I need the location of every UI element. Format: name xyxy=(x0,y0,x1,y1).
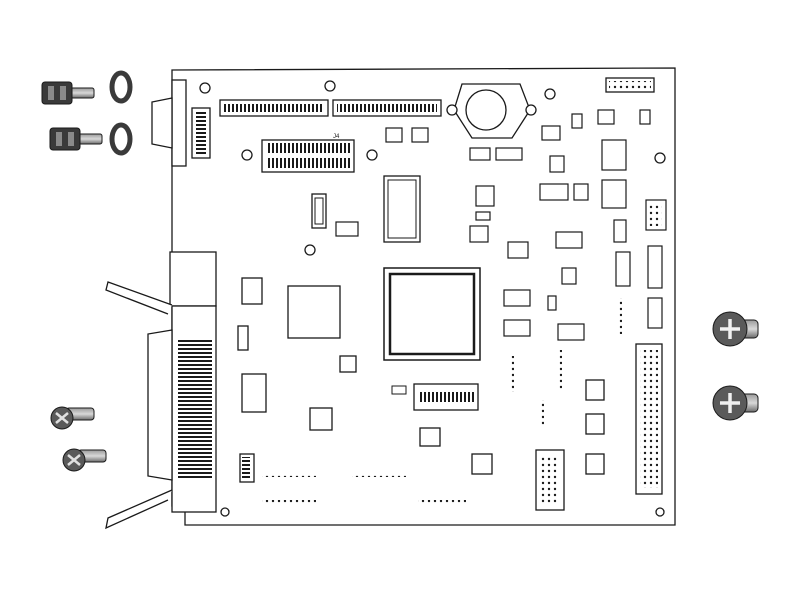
memory-slot-j4: J4 xyxy=(261,134,355,173)
standoff-screw-2 xyxy=(49,127,103,151)
phillips-screw-large-1 xyxy=(712,311,759,347)
dip-chip xyxy=(383,175,421,243)
small-components-upper xyxy=(335,109,667,341)
lock-washer-1 xyxy=(109,70,133,104)
edge-connector-left xyxy=(219,99,329,117)
battery-holder xyxy=(446,83,537,139)
header-vertical-right xyxy=(635,343,663,495)
serial-port-connector xyxy=(151,79,211,167)
phillips-screw-large-2 xyxy=(712,385,759,421)
header-bottom-center xyxy=(535,449,565,511)
slot-label: J4 xyxy=(333,134,340,140)
ribbon-connector-center xyxy=(391,383,479,411)
standoff-screw-1 xyxy=(41,81,95,105)
phillips-screw-small-2 xyxy=(62,448,107,472)
main-processor-chip xyxy=(383,267,481,361)
via-rows xyxy=(262,298,622,504)
edge-connector-right xyxy=(332,99,442,117)
lock-washer-2 xyxy=(109,122,133,156)
phillips-screw-small-1 xyxy=(50,406,95,430)
ic-left-upper xyxy=(237,277,605,483)
asic-chip xyxy=(287,285,341,339)
header-top-right xyxy=(605,77,655,93)
parallel-port-connector xyxy=(105,251,217,530)
crystal-oscillator xyxy=(311,193,327,229)
